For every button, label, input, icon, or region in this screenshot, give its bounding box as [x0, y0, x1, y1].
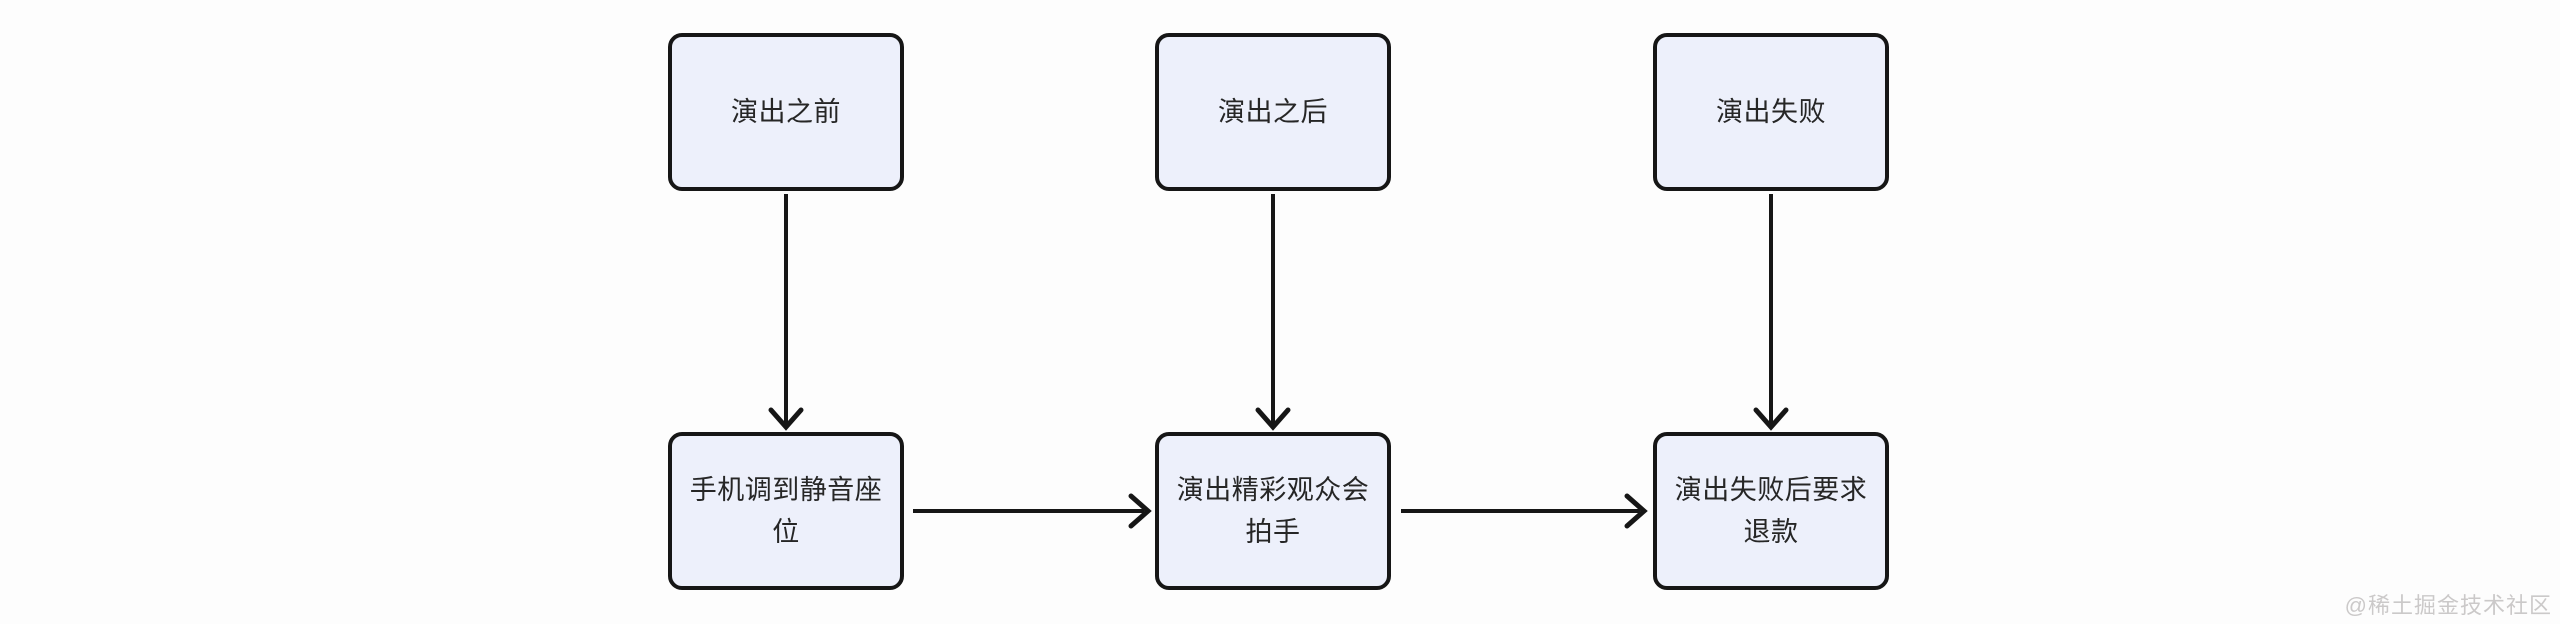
flow-node-label: 演出之后 — [1208, 91, 1338, 133]
flow-node-before-show: 演出之前 — [668, 33, 904, 191]
flow-node-label: 演出之前 — [721, 91, 851, 133]
flow-node-label: 手机调到静音座 位 — [680, 469, 893, 553]
flow-node-show-failed: 演出失败 — [1653, 33, 1889, 191]
edge-arrow-silent-to-applause — [913, 493, 1152, 529]
node-label-line: 拍手 — [1245, 517, 1301, 547]
flow-node-phone-silent-seat: 手机调到静音座 位 — [668, 432, 904, 590]
flow-node-audience-applause: 演出精彩观众会 拍手 — [1155, 432, 1391, 590]
flow-node-label: 演出失败后要求 退款 — [1665, 469, 1878, 553]
node-label-line: 手机调到静音座 — [689, 475, 883, 505]
node-label-line: 演出之前 — [731, 97, 841, 127]
edge-arrow-applause-to-refund — [1401, 493, 1648, 529]
flow-node-label: 演出失败 — [1706, 91, 1836, 133]
node-label-line: 退款 — [1743, 517, 1799, 547]
node-label-line: 演出失败后要求 — [1674, 475, 1868, 505]
flow-node-refund-request: 演出失败后要求 退款 — [1653, 432, 1889, 590]
watermark-text: @稀土掘金技术社区 — [2344, 593, 2552, 618]
flow-node-after-show: 演出之后 — [1155, 33, 1391, 191]
node-label-line: 演出之后 — [1218, 97, 1328, 127]
edge-arrow-after-to-applause — [1255, 194, 1291, 431]
edge-arrow-failed-to-refund — [1753, 194, 1789, 431]
node-label-line: 演出失败 — [1716, 97, 1826, 127]
node-label-line: 位 — [772, 517, 800, 547]
edge-arrow-before-to-silent — [768, 194, 804, 431]
flow-node-label: 演出精彩观众会 拍手 — [1167, 469, 1380, 553]
node-label-line: 演出精彩观众会 — [1176, 475, 1370, 505]
